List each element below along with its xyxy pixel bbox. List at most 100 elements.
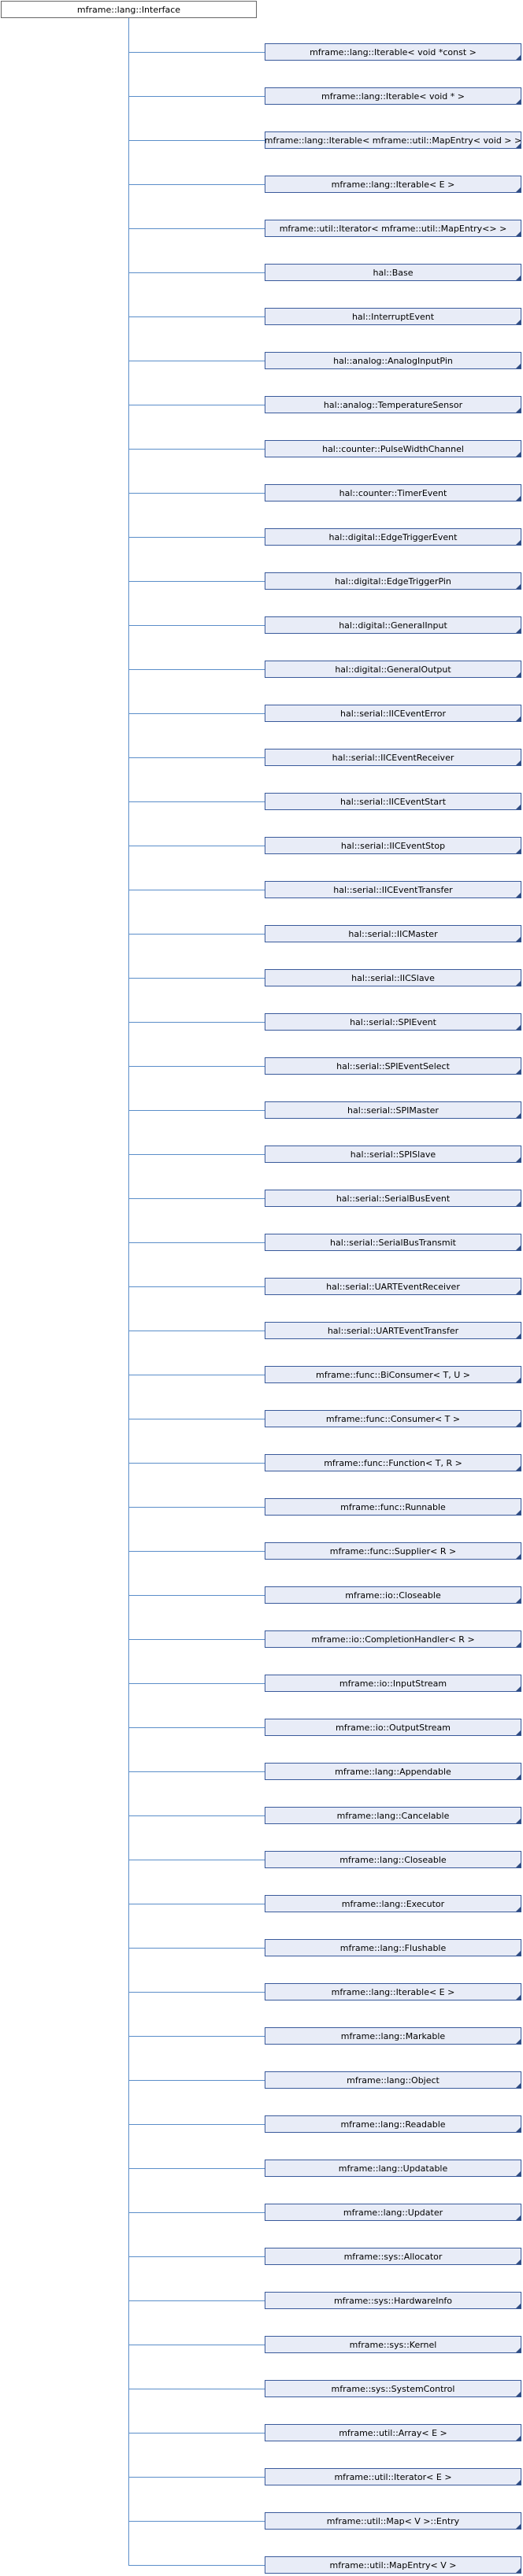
branch-connector — [128, 228, 265, 229]
child-class-box[interactable]: mframe::lang::Iterable< void * > — [265, 87, 521, 105]
child-class-box[interactable]: mframe::lang::Iterable< mframe::util::Ma… — [265, 131, 521, 149]
child-class-box[interactable]: hal::serial::SPIEventSelect — [265, 1057, 521, 1075]
branch-connector — [128, 2477, 265, 2478]
child-class-box[interactable]: hal::serial::IICEventError — [265, 705, 521, 722]
branch-connector — [128, 581, 265, 582]
child-class-box[interactable]: mframe::sys::HardwareInfo — [265, 2292, 521, 2309]
branch-connector — [128, 1198, 265, 1199]
child-class-box[interactable]: mframe::io::OutputStream — [265, 1719, 521, 1736]
branch-connector — [128, 1771, 265, 1772]
branch-connector — [128, 537, 265, 538]
branch-connector — [128, 1948, 265, 1949]
child-class-box[interactable]: hal::digital::EdgeTriggerEvent — [265, 528, 521, 546]
child-class-box[interactable]: hal::serial::UARTEventTransfer — [265, 1322, 521, 1339]
branch-connector — [128, 1022, 265, 1023]
branch-connector — [128, 1242, 265, 1243]
branch-connector — [128, 1815, 265, 1816]
branch-connector — [128, 1507, 265, 1508]
branch-connector — [128, 449, 265, 450]
child-class-box[interactable]: mframe::util::Map< V >::Entry — [265, 2512, 521, 2530]
branch-connector — [128, 2168, 265, 2169]
branch-connector — [128, 2080, 265, 2081]
branch-connector — [128, 2036, 265, 2037]
branch-connector — [128, 669, 265, 670]
child-class-box[interactable]: mframe::lang::Iterable< E > — [265, 1983, 521, 2000]
child-class-box[interactable]: mframe::lang::Readable — [265, 2115, 521, 2133]
child-class-box[interactable]: hal::serial::SPIEvent — [265, 1013, 521, 1031]
child-class-box[interactable]: mframe::func::Consumer< T > — [265, 1410, 521, 1427]
child-class-box[interactable]: mframe::sys::SystemControl — [265, 2380, 521, 2397]
branch-connector — [128, 625, 265, 626]
child-class-box[interactable]: mframe::lang::Markable — [265, 2027, 521, 2045]
child-class-box[interactable]: hal::serial::IICSlave — [265, 969, 521, 986]
child-class-box[interactable]: hal::serial::SPIMaster — [265, 1101, 521, 1119]
child-class-box[interactable]: hal::counter::TimerEvent — [265, 484, 521, 502]
child-class-box[interactable]: hal::counter::PulseWidthChannel — [265, 440, 521, 457]
child-class-box[interactable]: mframe::lang::Iterable< E > — [265, 176, 521, 193]
child-class-box[interactable]: hal::serial::IICEventStop — [265, 837, 521, 854]
child-class-box[interactable]: mframe::util::Iterator< E > — [265, 2468, 521, 2485]
branch-connector — [128, 2433, 265, 2434]
branch-connector — [128, 1727, 265, 1728]
branch-connector — [128, 1683, 265, 1684]
branch-connector — [128, 801, 265, 802]
branch-connector — [128, 2212, 265, 2213]
child-class-box[interactable]: mframe::util::MapEntry< V > — [265, 2556, 521, 2574]
child-class-box[interactable]: hal::serial::UARTEventReceiver — [265, 1278, 521, 1295]
branch-connector — [128, 1463, 265, 1464]
child-class-box[interactable]: mframe::util::Iterator< mframe::util::Ma… — [265, 220, 521, 237]
child-class-box[interactable]: hal::digital::EdgeTriggerPin — [265, 572, 521, 590]
branch-connector — [128, 184, 265, 185]
branch-connector — [128, 978, 265, 979]
child-class-box[interactable]: mframe::lang::Executor — [265, 1895, 521, 1912]
child-class-box[interactable]: mframe::func::Function< T, R > — [265, 1454, 521, 1471]
branch-connector — [128, 1286, 265, 1287]
child-class-box[interactable]: hal::Base — [265, 264, 521, 281]
child-class-box[interactable]: hal::analog::TemperatureSensor — [265, 396, 521, 413]
child-class-box[interactable]: mframe::lang::Cancelable — [265, 1807, 521, 1824]
branch-connector — [128, 1066, 265, 1067]
child-class-box[interactable]: mframe::func::BiConsumer< T, U > — [265, 1366, 521, 1383]
trunk-connector — [128, 18, 129, 2566]
child-class-box[interactable]: hal::serial::SerialBusEvent — [265, 1190, 521, 1207]
child-class-box[interactable]: mframe::util::Array< E > — [265, 2424, 521, 2441]
child-class-box[interactable]: hal::serial::SPISlave — [265, 1146, 521, 1163]
child-class-box[interactable]: hal::InterruptEvent — [265, 308, 521, 325]
child-class-box[interactable]: mframe::io::InputStream — [265, 1675, 521, 1692]
child-class-box[interactable]: mframe::lang::Appendable — [265, 1763, 521, 1780]
child-class-box[interactable]: hal::digital::GeneralOutput — [265, 661, 521, 678]
child-class-box[interactable]: mframe::lang::Iterable< void *const > — [265, 43, 521, 61]
branch-connector — [128, 140, 265, 141]
child-class-box[interactable]: hal::serial::IICEventReceiver — [265, 749, 521, 766]
child-class-box[interactable]: mframe::io::Closeable — [265, 1586, 521, 1604]
branch-connector — [128, 272, 265, 273]
child-class-box[interactable]: mframe::lang::Flushable — [265, 1939, 521, 1956]
child-class-box[interactable]: mframe::lang::Closeable — [265, 1851, 521, 1868]
child-class-box[interactable]: mframe::func::Runnable — [265, 1498, 521, 1516]
child-class-box[interactable]: mframe::sys::Allocator — [265, 2248, 521, 2265]
branch-connector — [128, 757, 265, 758]
child-class-box[interactable]: hal::serial::IICMaster — [265, 925, 521, 942]
child-class-box[interactable]: hal::serial::SerialBusTransmit — [265, 1234, 521, 1251]
branch-connector — [128, 316, 265, 317]
root-class-box[interactable]: mframe::lang::Interface — [1, 1, 257, 18]
child-class-box[interactable]: hal::digital::GeneralInput — [265, 616, 521, 634]
child-class-box[interactable]: hal::serial::IICEventStart — [265, 793, 521, 810]
branch-connector — [128, 1639, 265, 1640]
child-class-box[interactable]: mframe::func::Supplier< R > — [265, 1542, 521, 1560]
child-class-box[interactable]: mframe::lang::Updatable — [265, 2160, 521, 2177]
branch-connector — [128, 1595, 265, 1596]
child-class-box[interactable]: mframe::lang::Updater — [265, 2204, 521, 2221]
branch-connector — [128, 1992, 265, 1993]
child-class-box[interactable]: hal::analog::AnalogInputPin — [265, 352, 521, 369]
child-class-box[interactable]: mframe::lang::Object — [265, 2071, 521, 2089]
child-class-box[interactable]: mframe::io::CompletionHandler< R > — [265, 1630, 521, 1648]
child-class-box[interactable]: mframe::sys::Kernel — [265, 2336, 521, 2353]
branch-connector — [128, 52, 265, 53]
child-class-box[interactable]: hal::serial::IICEventTransfer — [265, 881, 521, 898]
branch-connector — [128, 934, 265, 935]
branch-connector — [128, 1154, 265, 1155]
branch-connector — [128, 493, 265, 494]
branch-connector — [128, 713, 265, 714]
